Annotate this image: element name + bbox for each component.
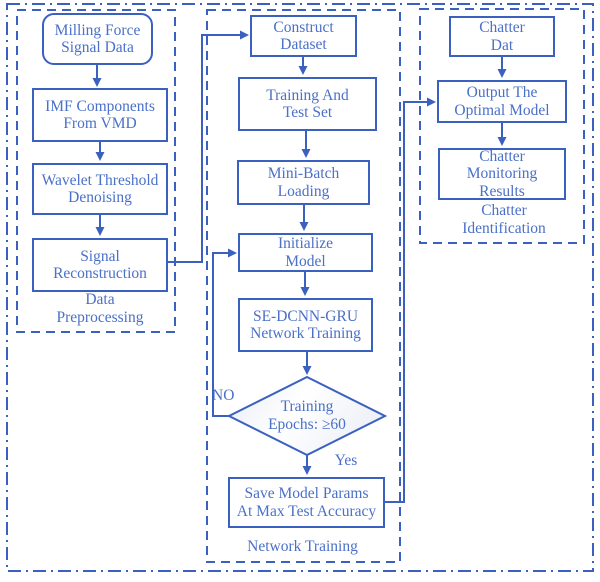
group-network-training-box	[206, 9, 401, 563]
group-label-network-training: Network Training	[247, 538, 358, 555]
arrowhead-chatterdat-to-output	[497, 69, 507, 78]
group-label-chatter-identification: Chatter Identification	[462, 202, 546, 237]
node-output-the-optimal-model: Output The Optimal Model	[437, 80, 567, 123]
arrowhead-trainset-to-minibatch	[301, 149, 311, 158]
arrowhead-minibatch-to-init	[299, 222, 309, 231]
arrowhead-decision-yes	[302, 466, 312, 475]
node-mini-batch-loading: Mini-Batch Loading	[237, 160, 370, 205]
node-wavelet-threshold-denoising: Wavelet Threshold Denoising	[32, 163, 168, 215]
decision-label-training-epochs: Training Epochs: ≥60	[268, 398, 346, 433]
arrowhead-imf-to-wavelet	[95, 152, 105, 161]
node-training-and-test-set: Training And Test Set	[238, 77, 377, 131]
node-save-model-params: Save Model Params At Max Test Accuracy	[228, 477, 385, 528]
edge-signal-to-construct	[168, 34, 240, 263]
arrowhead-decision-no-loop	[228, 248, 237, 258]
arrowhead-output-to-monitoring	[497, 137, 507, 146]
node-imf-components-from-vmd: IMF Components From VMD	[32, 88, 168, 142]
arrowhead-sedcnn-to-decision	[302, 366, 312, 375]
group-chatter-identification-box	[419, 8, 585, 244]
edge-save-to-output	[385, 101, 427, 503]
node-signal-reconstruction: Signal Reconstruction	[32, 238, 168, 292]
node-chatter-dat: Chatter Dat	[449, 16, 555, 57]
arrowhead-milling-to-imf	[92, 78, 102, 87]
outer-border	[6, 3, 594, 572]
node-initialize-model: Initialize Model	[238, 233, 373, 272]
arrowhead-init-to-sedcnn	[300, 287, 310, 296]
arrowhead-construct-to-trainset	[298, 66, 308, 75]
arrowhead-save-to-output	[427, 97, 436, 107]
edge-label-no: NO	[212, 387, 235, 404]
edge-decision-no-loop	[212, 252, 229, 417]
edge-label-yes: Yes	[334, 452, 358, 469]
node-construct-dataset: Construct Dataset	[250, 15, 357, 57]
group-data-preprocessing-box	[16, 9, 176, 333]
group-label-data-preprocessing: Data Preprocessing	[56, 291, 144, 326]
arrowhead-signal-to-construct	[240, 30, 249, 40]
node-milling-force-signal-data: Milling Force Signal Data	[42, 13, 153, 65]
node-se-dcnn-gru-network-training: SE-DCNN-GRU Network Training	[238, 298, 373, 352]
arrowhead-wavelet-to-signal	[95, 227, 105, 236]
node-chatter-monitoring-results: Chatter Monitoring Results	[438, 148, 566, 200]
